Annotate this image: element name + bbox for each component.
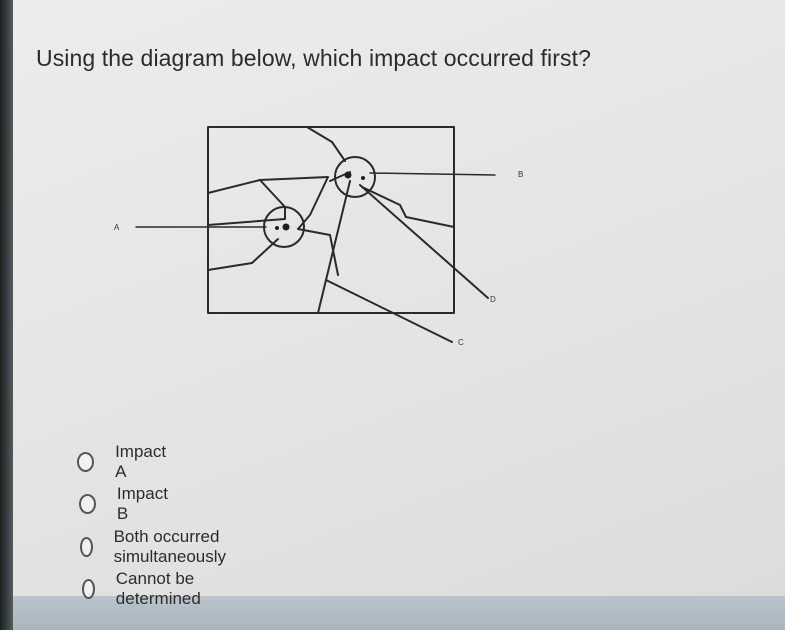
label-c: C: [458, 338, 464, 347]
option-label: Impact A: [115, 442, 167, 481]
impact-b-center: [344, 171, 352, 179]
option-cannot-determine[interactable]: Cannot be determined: [82, 569, 208, 609]
label-d: D: [490, 295, 496, 304]
feature-line: [361, 186, 455, 228]
impact-a-dot: [275, 226, 279, 230]
option-label: Both occurred simultaneously: [113, 527, 227, 566]
feature-line: [317, 180, 351, 314]
label-b: B: [518, 170, 523, 179]
radio-button[interactable]: [80, 537, 93, 557]
option-impact-a[interactable]: Impact A: [77, 442, 169, 482]
radio-button[interactable]: [79, 494, 96, 514]
screen-edge: [0, 0, 13, 630]
feature-line: [297, 228, 339, 276]
option-label: Cannot be determined: [115, 569, 201, 608]
impact-a-center: [282, 223, 290, 231]
fault-line-d: [359, 184, 489, 299]
feature-line: [306, 126, 346, 162]
feature-line: [207, 238, 279, 271]
diagram-frame: [207, 126, 455, 314]
impact-b-dot: [361, 176, 365, 180]
label-a: A: [114, 223, 120, 232]
label-b-leader: [369, 172, 496, 176]
option-label: Impact B: [116, 484, 168, 523]
radio-button[interactable]: [77, 452, 95, 472]
option-impact-b[interactable]: Impact B: [79, 484, 171, 524]
fault-line-c: [325, 279, 453, 343]
question-text: Using the diagram below, which impact oc…: [36, 45, 591, 71]
impact-b-crater: [334, 156, 376, 198]
option-simultaneous[interactable]: Both occurred simultaneously: [80, 527, 233, 567]
question-card: [13, 0, 785, 596]
radio-button[interactable]: [82, 579, 95, 599]
feature-line: [207, 179, 286, 226]
feature-line: [259, 176, 329, 230]
bottom-bar: [13, 596, 785, 630]
crater-diagram: A B C D: [114, 126, 523, 347]
